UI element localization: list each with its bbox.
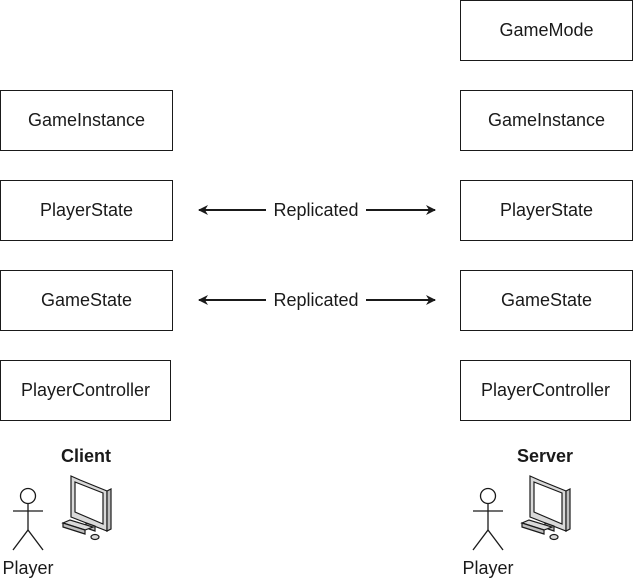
client-heading: Client [60,446,111,466]
stick-figure-icon [472,487,504,551]
server-heading: Server [516,446,574,466]
client-player-controller-box: PlayerController [0,360,171,421]
server-player-controller-box: PlayerController [460,360,631,421]
server-game-instance-box: GameInstance [460,90,633,151]
server-player-label: Player [462,558,514,578]
computer-icon [61,475,112,541]
player-state-replication-label: Replicated [266,199,366,221]
stick-figure-icon [12,487,44,551]
server-game-mode-box: GameMode [460,0,633,61]
client-game-state-box: GameState [0,270,173,331]
client-game-instance-box: GameInstance [0,90,173,151]
computer-icon [520,475,571,541]
server-player-state-box: PlayerState [460,180,633,241]
server-game-state-box: GameState [460,270,633,331]
game-state-replication-label: Replicated [266,289,366,311]
client-player-state-box: PlayerState [0,180,173,241]
client-player-label: Player [2,558,54,578]
